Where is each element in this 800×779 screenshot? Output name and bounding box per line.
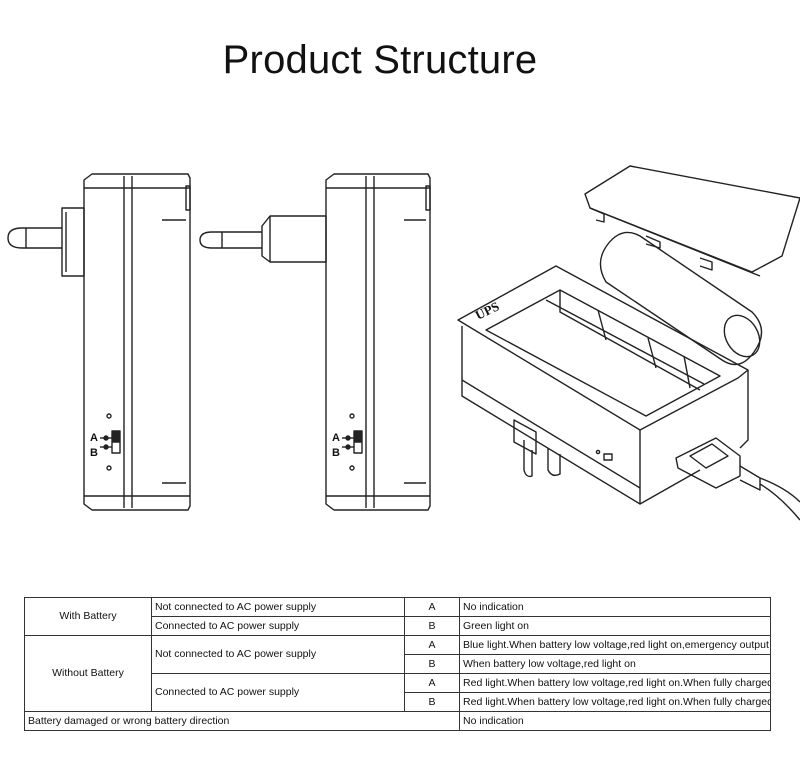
mode-cell: A bbox=[404, 673, 461, 693]
mode-cell: B bbox=[404, 616, 461, 636]
ups-label: UPS bbox=[473, 298, 502, 322]
table-row: With Battery Not connected to AC power s… bbox=[24, 597, 772, 636]
switch-label-a: A bbox=[90, 432, 98, 444]
table-row: Without Battery Not connected to AC powe… bbox=[24, 635, 772, 712]
condition-cell: Connected to AC power supply bbox=[150, 673, 406, 712]
result-cell: Red light.When battery low voltage,red l… bbox=[459, 673, 772, 693]
us-plug-side-view bbox=[7, 173, 191, 511]
result-cell: No indication bbox=[459, 711, 772, 731]
result-cell: Blue light.When battery low voltage,red … bbox=[459, 635, 772, 655]
eu-plug-side-view bbox=[199, 173, 431, 511]
status-table: With Battery Not connected to AC power s… bbox=[23, 597, 772, 731]
table-row: Connected to AC power supply A Red light… bbox=[25, 673, 772, 712]
condition-cell: Not connected to AC power supply bbox=[150, 597, 406, 617]
mode-cell: A bbox=[404, 635, 461, 655]
switch-label-a: A bbox=[332, 432, 340, 444]
switch-label-b: B bbox=[332, 447, 340, 459]
mode-cell: B bbox=[404, 654, 461, 674]
result-cell: Green light on bbox=[459, 616, 772, 636]
condition-cell: Connected to AC power supply bbox=[150, 616, 406, 636]
mode-cell: B bbox=[404, 692, 461, 712]
switch-label-b: B bbox=[90, 447, 98, 459]
condition-cell: Not connected to AC power supply bbox=[150, 635, 406, 674]
group-cell: Without Battery bbox=[24, 635, 152, 712]
product-drawings: A B A B UPS bbox=[7, 165, 800, 521]
result-cell: Red light.When battery low voltage,red l… bbox=[459, 692, 772, 712]
page-title: Product Structure bbox=[222, 38, 538, 82]
table-row: Connected to AC power supply B Green lig… bbox=[25, 616, 772, 636]
table-row: B When battery low voltage,red light on bbox=[25, 654, 772, 674]
group-cell: Battery damaged or wrong battery directi… bbox=[23, 711, 461, 731]
result-cell: When battery low voltage,red light on bbox=[459, 654, 772, 674]
group-cell: With Battery bbox=[24, 597, 152, 636]
mode-cell: A bbox=[404, 597, 461, 617]
table-row: Battery damaged or wrong battery directi… bbox=[23, 711, 772, 731]
isometric-view bbox=[457, 165, 800, 521]
result-cell: No indication bbox=[459, 597, 772, 617]
